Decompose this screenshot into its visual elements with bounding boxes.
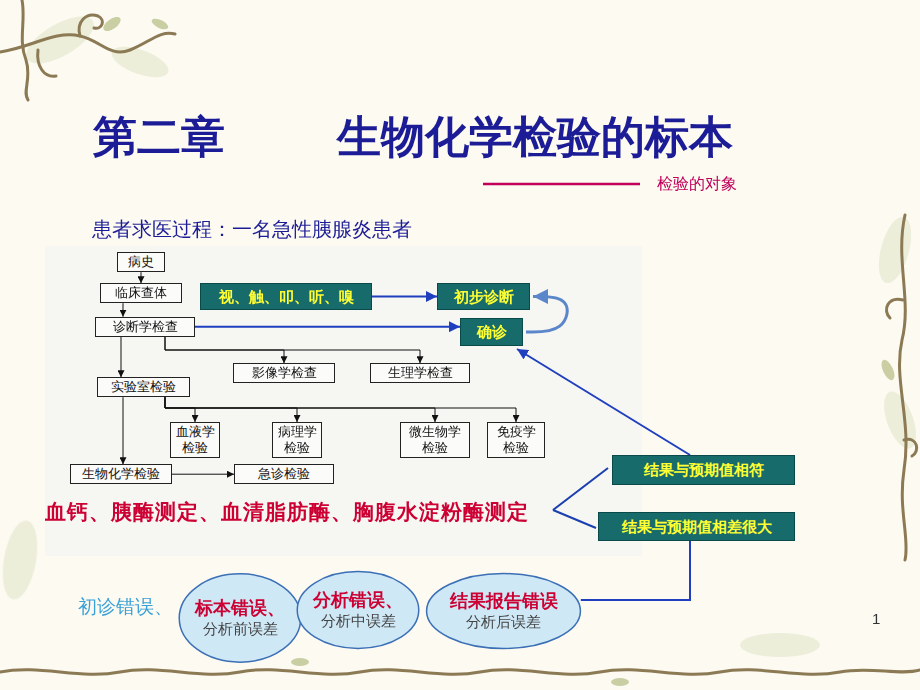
test-list: 血钙、胰酶测定、血清脂肪酶、胸腹水淀粉酶测定 [45, 498, 529, 526]
connector [121, 337, 122, 378]
node-text: 标本错误、 [195, 598, 285, 620]
error-ellipse: 结果报告错误分析后误差 [425, 572, 582, 650]
case-heading: 患者求医过程：一名急性胰腺炎患者 [92, 216, 412, 243]
node-text: 实验室检验 [111, 379, 176, 395]
process-box: 影像学检查 [233, 363, 335, 383]
title-underline [483, 183, 640, 186]
connector [165, 337, 420, 364]
connector [581, 541, 690, 600]
connector [165, 397, 435, 422]
node-text: 结果与预期值相差很大 [622, 518, 772, 536]
process-box: 急诊检验 [234, 464, 334, 484]
error-ellipse: 分析错误、分析中误差 [296, 570, 420, 650]
process-box: 免疫学检验 [487, 422, 545, 458]
connector [123, 303, 124, 317]
node-text: 生物化学检验 [82, 466, 160, 482]
node-text: 分析后误差 [466, 613, 541, 631]
process-box: 病理学检验 [272, 422, 322, 458]
process-box: 诊断学检查 [95, 317, 195, 337]
node-text: 分析错误、 [313, 590, 403, 612]
scanned-flowchart-ground [45, 246, 642, 556]
node-text: 临床查体 [115, 285, 167, 301]
vine-ornament [0, 0, 920, 674]
ellipse-shape [179, 574, 301, 662]
process-box: 病史 [117, 252, 165, 272]
highlight-box: 结果与预期值相符 [612, 455, 795, 485]
ellipse-shape [297, 572, 419, 649]
error-ellipse: 标本错误、分析前误差 [178, 572, 302, 664]
connector [372, 296, 437, 298]
node-text: 确诊 [477, 323, 507, 341]
process-box: 血液学检验 [170, 422, 220, 458]
page-number: 1 [872, 610, 880, 627]
process-box: 生理学检查 [370, 363, 470, 383]
process-box: 临床查体 [100, 283, 182, 303]
leaf-watermark [0, 7, 920, 657]
connector [165, 397, 195, 422]
node-text: 病理学检验 [277, 424, 317, 455]
node-text: 结果报告错误 [450, 591, 558, 613]
node-text: 分析中误差 [321, 612, 396, 630]
highlight-box: 初步诊断 [437, 283, 530, 310]
highlight-box: 确诊 [460, 318, 523, 346]
node-text: 诊断学检查 [113, 319, 178, 335]
node-text: 病史 [128, 254, 154, 270]
node-text: 视、触、叩、听、嗅 [219, 288, 354, 306]
ellipse-shape [427, 574, 581, 649]
highlight-box: 结果与预期值相差很大 [598, 512, 795, 541]
process-box: 微生物学检验 [400, 422, 470, 458]
node-text: 血液学检验 [175, 424, 215, 455]
slide-title: 第二章 生物化学检验的标本 [93, 108, 733, 167]
process-box: 生物化学检验 [70, 464, 172, 484]
node-text: 急诊检验 [258, 466, 310, 482]
node-text: 初步诊断 [454, 288, 514, 306]
node-text: 免疫学检验 [492, 424, 540, 455]
connector [195, 326, 460, 328]
connector [172, 474, 234, 475]
connector [526, 297, 567, 333]
process-box: 实验室检验 [97, 377, 190, 397]
subtitle: 检验的对象 [657, 174, 737, 195]
connector [141, 272, 142, 283]
highlight-box: 视、触、叩、听、嗅 [200, 283, 372, 310]
node-text: 影像学检查 [252, 365, 317, 381]
node-text: 生理学检查 [388, 365, 453, 381]
node-text: 微生物学检验 [405, 424, 465, 455]
connector [123, 397, 124, 464]
connector [165, 397, 516, 422]
error-item: 初诊错误、 [78, 594, 173, 620]
connector [165, 397, 297, 422]
node-text: 分析前误差 [203, 620, 278, 638]
node-text: 结果与预期值相符 [644, 461, 764, 479]
